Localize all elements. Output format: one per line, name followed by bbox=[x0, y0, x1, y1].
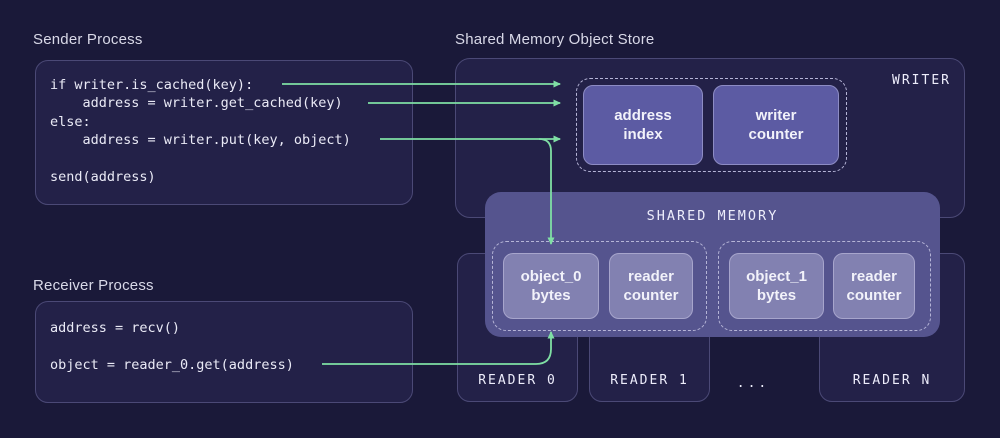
code-line: address = recv() bbox=[50, 320, 181, 336]
reader-counter-1-cell: reader counter bbox=[833, 253, 915, 319]
shared-memory-title: SHARED MEMORY bbox=[646, 208, 779, 224]
receiver-process-label: Receiver Process bbox=[33, 277, 154, 294]
reader-1-tag: READER 1 bbox=[610, 373, 689, 388]
writer-counter-cell: writer counter bbox=[713, 85, 839, 165]
code-line bbox=[50, 150, 412, 168]
receiver-code-panel: address = recv() object = reader_0.get(a… bbox=[35, 301, 413, 403]
reader-n-tag: READER N bbox=[852, 373, 932, 388]
shared-memory-panel: SHARED MEMORY object_0 bytes reader coun… bbox=[485, 192, 940, 337]
object-1-bytes-cell: object_1 bytes bbox=[729, 253, 824, 319]
reader-0-tag: READER 0 bbox=[478, 373, 557, 388]
store-label: Shared Memory Object Store bbox=[455, 31, 655, 48]
address-index-cell: address index bbox=[583, 85, 703, 165]
writer-cells-group: address index writer counter bbox=[576, 78, 847, 172]
shared-slot-1-group: object_1 bytes reader counter bbox=[718, 241, 931, 331]
sender-process-label: Sender Process bbox=[33, 31, 143, 48]
receiver-code-block: address = recv() object = reader_0.get(a… bbox=[36, 302, 412, 374]
sender-code-block: if writer.is_cached(key): address = writ… bbox=[36, 61, 412, 186]
reader-counter-0-cell: reader counter bbox=[609, 253, 693, 319]
code-line: address = writer.get_cached(key) bbox=[50, 95, 343, 112]
writer-tag: WRITER bbox=[892, 73, 951, 88]
readers-ellipsis: ... bbox=[736, 376, 770, 391]
code-line: if writer.is_cached(key): bbox=[50, 77, 254, 93]
code-line: object = reader_0.get(address) bbox=[50, 356, 294, 373]
object-0-bytes-cell: object_0 bytes bbox=[503, 253, 599, 319]
code-line: else: bbox=[50, 113, 91, 130]
shared-slot-0-group: object_0 bytes reader counter bbox=[492, 241, 707, 331]
sender-code-panel: if writer.is_cached(key): address = writ… bbox=[35, 60, 413, 205]
code-line: send(address) bbox=[50, 168, 156, 185]
code-line: address = writer.put(key, object) bbox=[50, 132, 351, 149]
code-line bbox=[50, 337, 412, 355]
